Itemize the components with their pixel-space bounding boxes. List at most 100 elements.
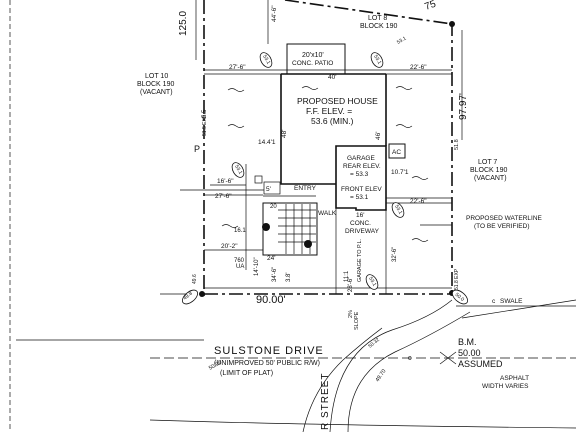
waterline-label-line1: PROPOSED WATERLINE [466,215,543,222]
slope-label: SLOPE [354,311,360,330]
dim-32: 32'-6" [392,247,398,262]
dim-22a: 22'-6" [410,64,427,71]
garage-to-pl-label: GARAGE TO P.L. [357,238,363,282]
bm-cross-2 [439,351,457,365]
benchmark-line3: ASSUMED [458,359,503,369]
lot10-line1: LOT 10 [145,73,168,80]
street-curve-3 [302,327,383,432]
dim-46: 46' [375,132,382,140]
lot7-line1: LOT 7 [478,159,497,166]
elev-498: 49.8 [182,291,193,302]
ua-label: UA [236,264,244,270]
dim-75: 75 [423,0,438,13]
waterline-label-line2: (TO BE VERIFIED) [474,223,530,230]
asphalt-line2: WIDTH VARIES [482,383,529,390]
dim-760: 760 [234,258,245,264]
garage-label-line3: = 53.3 [350,171,369,178]
lot8-line1: LOT 8 [368,15,387,22]
dim-107: 10.7'1 [391,169,409,176]
dim-5: 5' [266,186,271,193]
cross-street-label: R STREET [320,373,331,430]
street-curve-2 [347,311,471,432]
garage-label-line1: GARAGE [347,155,375,162]
driveway-label-line2: CONC. [350,220,371,227]
setback-lines [180,0,452,270]
lot10-line2: BLOCK 190 [137,81,174,88]
elev-500: 50.0 [454,292,465,303]
dim-111: 11:1 [344,270,350,282]
street-desc: (UNIMPROVED 50' PUBLIC R/W) [214,360,320,367]
lot7-line2: BLOCK 190 [470,167,507,174]
patio-label-line1: 20'x10' [302,52,324,59]
dim-48: 48' [281,130,288,138]
stair-hatch [262,204,316,254]
dim-16b: 16.1 [234,228,246,234]
dim-24: 24' [267,255,275,262]
ac-unit [388,143,406,159]
dim-40: 40' [328,74,336,81]
ac-label: AC [392,149,401,156]
property-lines [199,0,455,297]
lot7-line3: (VACANT) [474,175,507,182]
house-footprint [254,43,406,294]
dim-34: 34'-6" [272,267,278,282]
dim-27a: 27'-6" [229,64,246,71]
swale-label: SWALE [500,298,523,305]
elev-4970: 49.70 [375,368,388,383]
elev-531c: 53.1 [233,164,243,176]
corner-monument-sw [199,291,205,297]
dim-20b: 20 [270,204,277,210]
dim-14b: 14'-10" [254,257,260,276]
driveway-label-line3: DRIVEWAY [345,228,380,235]
patio-outline [286,43,346,75]
lot8-line2: BLOCK 190 [360,23,397,30]
elev-518: 51.8 [454,139,460,150]
grade-ticks [221,86,429,242]
dim-125: 125.0 [178,11,189,36]
slope-pct-label: 2% [348,310,354,318]
north-property-line [284,0,453,25]
benchmark-line1: B.M. [458,337,477,347]
walk-label: WALK [318,210,337,217]
dim-97: 97.97' [458,93,469,120]
elev-531a: 53.1 [261,54,271,66]
dim-14: 14.4'1 [258,139,276,146]
tree-symbol [262,223,270,231]
street-name: SULSTONE DRIVE [214,345,324,357]
elev-518b: 51.8 EXP [454,268,460,290]
dim-44: 44'-6" [271,5,278,22]
dim-27b: 27'-6" [215,193,232,200]
corner-monument-ne [449,21,455,27]
garage-label-line4: FRONT ELEV [341,186,382,193]
patio-label-line2: CONC. PATIO [292,60,333,67]
dim-55: 5.5 [202,109,208,118]
entry-post [254,175,263,184]
entry-label: ENTRY [294,185,317,192]
elev-531d: 53.1 [393,204,403,216]
elevation-markers: 53.1 53.1 53.1 53.1 53.1 49.8 50.0 50.06… [181,36,469,383]
garage-label-line2: REAR ELEV. [343,163,381,170]
tree-symbol-2 [304,240,312,248]
dim-20: 20'-2" [221,243,238,250]
swale-mark: c [492,298,496,305]
dim-38: 3.8' [286,273,292,283]
dim-90: 90.00' [256,294,286,306]
garage-label-line5: = 53.1 [350,194,369,201]
lot10-line3: (VACANT) [140,89,173,96]
entry-step [263,181,281,195]
elev-5032: 50.32 [367,337,381,350]
elev-531f: 53.1 [396,36,408,46]
house-label-line2: F.F. ELEV. = [306,106,352,116]
street-limit: (LIMIT OF PLAT) [220,370,273,377]
asphalt-edge [461,299,576,319]
elev-531e: 53.1 [367,276,377,288]
driveway-label-line1: 16' [356,212,364,219]
dim-22b: 22'-6" [410,198,427,205]
elev-531b: 53.1 [372,54,382,66]
c-mark: c [408,355,412,362]
south-edge-line [149,419,576,429]
benchmark-line2: 50.00 [458,348,481,358]
house-label-line1: PROPOSED HOUSE [297,96,378,106]
asphalt-line1: ASPHALT [500,375,529,382]
